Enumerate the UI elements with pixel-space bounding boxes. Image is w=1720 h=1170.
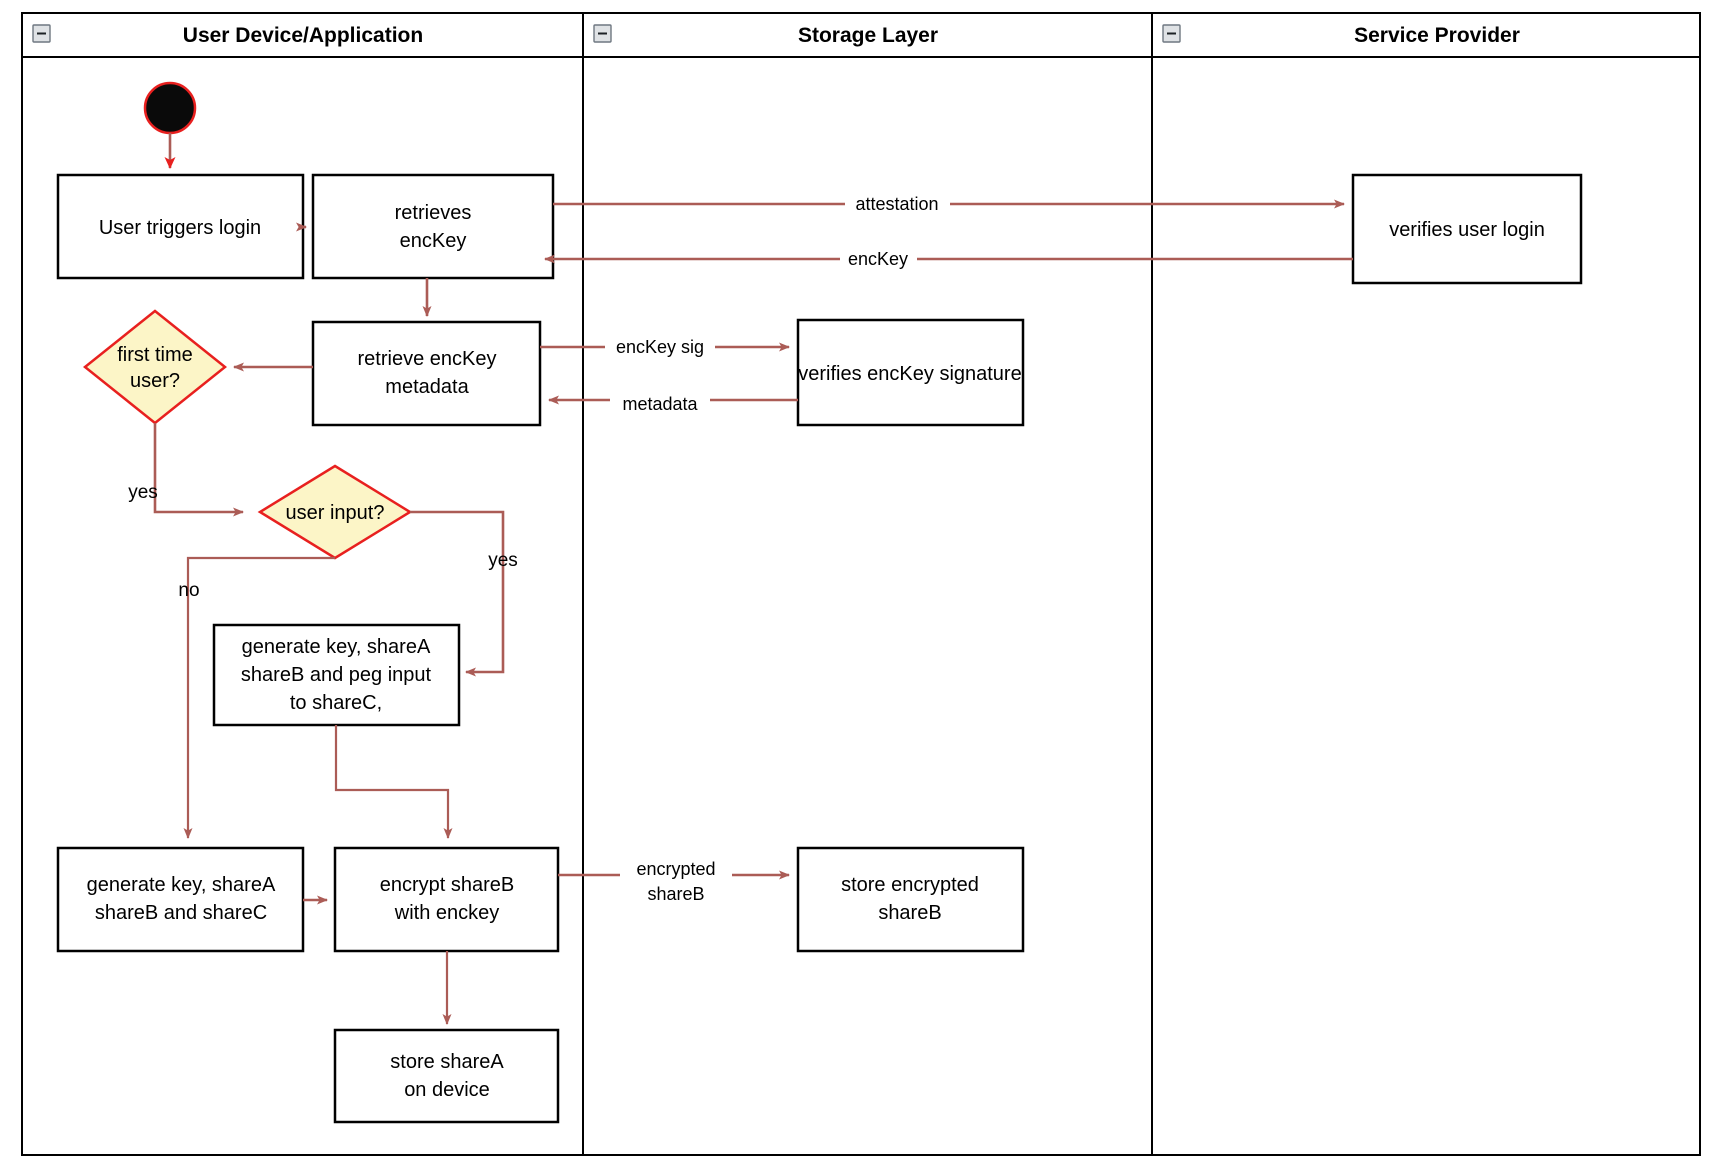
decision-first-time-user-line2: user? <box>130 370 180 392</box>
node-generate-peg-line3: to shareC, <box>290 692 382 714</box>
node-verifies-user-login <box>1351 173 1583 285</box>
node-encrypt-shareb <box>333 846 560 953</box>
edge-userinput-yes-line <box>410 510 505 677</box>
decision-user-input-line1: user input? <box>286 502 385 524</box>
node-store-encrypted-line2: shareB <box>878 902 941 924</box>
edge-enckey-sig-label-bg <box>605 335 715 359</box>
lane-collapse-icon-service-provider[interactable] <box>1162 24 1181 43</box>
node-user-triggers-login-line1: User triggers login <box>99 217 261 239</box>
node-verifies-user-login-line1: verifies user login <box>1389 219 1545 241</box>
decision-first-time-user <box>82 309 228 425</box>
edge-attestation-label-bg <box>845 192 950 216</box>
node-store-encrypted-shareb <box>796 846 1025 953</box>
edge-metadata-label-bg <box>610 392 710 416</box>
edge-enckey-sig-label: encKey sig <box>616 337 704 357</box>
edge-userinput-yes-label: yes <box>488 550 518 571</box>
lane-title-storage-layer: Storage Layer <box>798 24 938 47</box>
start-node <box>143 81 197 135</box>
node-verifies-enckey-signature <box>796 318 1025 427</box>
node-store-sharea-line2: on device <box>404 1079 490 1101</box>
lane-title-user-device: User Device/Application <box>183 24 423 47</box>
lane-title-service-provider: Service Provider <box>1354 24 1520 47</box>
edge-metadata-return-label: metadata <box>622 394 698 414</box>
node-retrieve-metadata-line2: metadata <box>385 376 469 398</box>
node-retrieves-enckey-line2: encKey <box>400 230 467 252</box>
node-retrieve-enckey-metadata <box>311 320 542 427</box>
node-store-encrypted-line1: store encrypted <box>841 874 979 896</box>
node-generate-peg-line1: generate key, shareA <box>242 636 431 658</box>
edge-userinput-no-label: no <box>178 580 199 601</box>
node-generate-key-peg-input <box>212 623 461 727</box>
node-verifies-enckey-signature-line1: verifies encKey signature <box>798 363 1021 385</box>
node-retrieves-enckey <box>311 173 555 280</box>
edge-firsttime-yes-line <box>153 423 244 517</box>
node-generate-peg-line2: shareB and peg input <box>241 664 432 686</box>
node-store-sharea-line1: store shareA <box>390 1051 504 1073</box>
lane-collapse-icon-user-device[interactable] <box>32 24 51 43</box>
edge-firsttime-yes-label: yes <box>128 482 158 503</box>
edge-userinput-no-line <box>183 556 335 839</box>
lane-collapse-icon-storage-layer[interactable] <box>593 24 612 43</box>
node-generate-key-shares <box>56 846 305 953</box>
swimlane-frame <box>21 12 1701 1156</box>
node-retrieves-enckey-line1: retrieves <box>395 202 472 224</box>
node-encrypt-shareb-line2: with enckey <box>394 902 500 924</box>
edge-encrypted-shareb-label-line1: encrypted <box>636 859 715 879</box>
node-encrypt-shareb-line1: encrypt shareB <box>380 874 515 896</box>
decision-first-time-user-line1: first time <box>117 344 193 366</box>
node-user-triggers-login <box>56 173 305 280</box>
node-retrieve-metadata-line1: retrieve encKey <box>358 348 497 370</box>
node-store-sharea <box>333 1028 560 1124</box>
edge-peg-to-encrypt <box>334 725 453 839</box>
edge-encrypted-shareb-label-line2: shareB <box>647 884 704 904</box>
edge-encrypted-shareb-label-bg <box>620 855 732 903</box>
edge-attestation-label: attestation <box>855 194 938 214</box>
edge-enckey-return-label: encKey <box>848 249 908 269</box>
edge-enckey-label-bg <box>840 247 917 271</box>
node-generate-shares-line1: generate key, shareA <box>87 874 276 896</box>
node-generate-shares-line2: shareB and shareC <box>95 902 267 924</box>
